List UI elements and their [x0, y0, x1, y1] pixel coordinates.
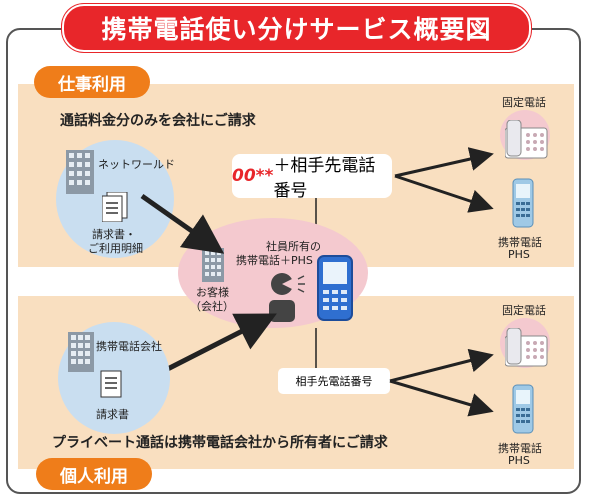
provider-label: ネットワールド — [98, 158, 175, 171]
work-mobile-label-line1: 携帯電話 — [498, 236, 542, 249]
arrow-to-mobile-phone — [394, 174, 494, 213]
employee-phone-label-line1: 社員所有の — [266, 240, 321, 253]
arrow-provider-to-customer — [140, 193, 225, 254]
invoice-label-line1: 請求書・ — [92, 228, 136, 241]
personal-dial-box: 相手先電話番号 — [278, 368, 390, 394]
work-dial-box: 00**＋相手先電話番号 — [232, 154, 392, 201]
arrow-to-personal-mobile-phone — [389, 379, 494, 417]
work-heading: 通話料金分のみを会社にご請求 — [60, 113, 256, 129]
employee-phone-label-line2: 携帯電話＋PHS — [236, 254, 313, 267]
customer-label-line1: お客様 — [196, 286, 229, 299]
work-usage-pill: 仕事利用 — [34, 66, 150, 98]
personal-heading: プライベート通話は携帯電話会社から所有者にご請求 — [52, 435, 388, 451]
fixed-phone-icon — [505, 120, 548, 159]
invoice-label-line2: ご利用明細 — [88, 242, 143, 255]
dial-suffix: ＋相手先電話番号 — [273, 156, 376, 201]
invoice-document-icon — [102, 192, 128, 222]
personal-fixed-phone-label: 固定電話 — [502, 304, 546, 317]
carrier-building-icon — [68, 332, 94, 372]
carrier-invoice-label: 請求書 — [96, 408, 129, 421]
carrier-label: 携帯電話会社 — [96, 340, 162, 353]
personal-fixed-phone-icon — [505, 328, 548, 367]
personal-mobile-label-line1: 携帯電話 — [498, 442, 542, 455]
personal-mobile-phone-icon — [512, 384, 534, 434]
personal-mobile-label-line2: PHS — [508, 454, 530, 467]
carrier-invoice-icon — [100, 370, 122, 398]
dial-prefix: 00** — [232, 166, 274, 186]
building-icon — [66, 150, 94, 194]
customer-label-line2: （会社） — [190, 300, 234, 313]
work-mobile-label-line2: PHS — [508, 248, 530, 261]
arrow-to-personal-fixed-phone — [389, 348, 494, 383]
employee-mobile-phone-icon — [317, 255, 353, 321]
work-fixed-phone-label: 固定電話 — [502, 96, 546, 109]
arrow-to-fixed-phone — [394, 147, 494, 178]
diagram-title: 携帯電話使い分けサービス概要図 — [62, 4, 531, 52]
personal-usage-pill: 個人利用 — [36, 458, 152, 490]
work-mobile-phone-icon — [512, 178, 534, 228]
